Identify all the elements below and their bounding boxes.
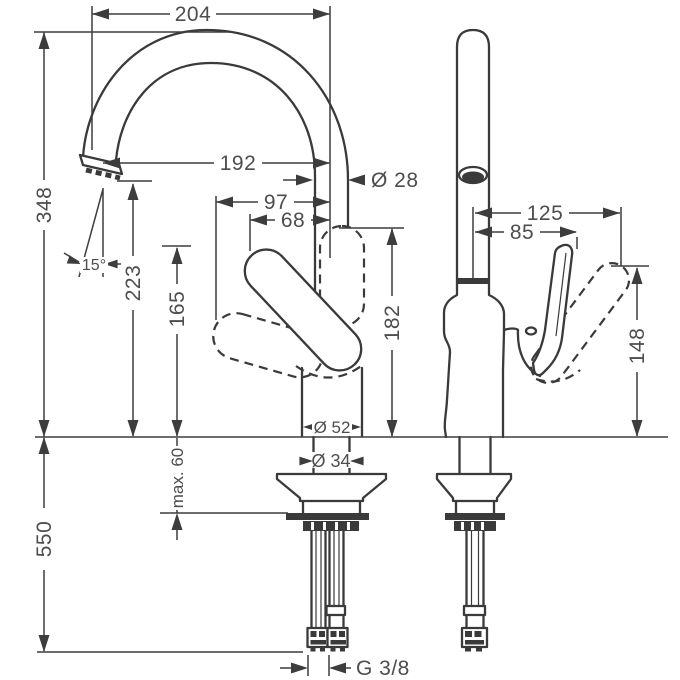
spout-inner-outline — [114, 61, 317, 294]
front-view — [435, 28, 631, 652]
washer-front — [445, 513, 505, 520]
hose-front — [460, 529, 489, 652]
dim-223-label: 223 — [122, 265, 145, 302]
aerator-teeth — [85, 167, 121, 181]
dim-dia28: Ø 28 — [283, 169, 419, 192]
dim-348-label: 348 — [33, 187, 56, 224]
dim-85: 85 — [475, 221, 578, 249]
hose-collar — [325, 604, 347, 617]
hose-connectors — [306, 626, 349, 652]
dim-dia28-label: Ø 28 — [371, 169, 419, 192]
dim-192-label: 192 — [220, 152, 257, 175]
dim-125-label: 125 — [527, 202, 564, 225]
dim-223: 223 — [117, 180, 152, 437]
dim-204: 204 — [91, 3, 331, 258]
column-walls-front — [454, 499, 496, 515]
nut-slits-front — [461, 522, 484, 530]
nut-slits — [311, 522, 350, 530]
lever-cup — [502, 327, 542, 378]
dim-165: 165 — [162, 245, 191, 437]
handle-lever — [243, 248, 363, 372]
dim-15deg: 15° — [63, 188, 121, 278]
dim-148: 148 — [611, 265, 649, 437]
riser-outline — [455, 28, 491, 286]
shank-walls-front — [458, 435, 492, 476]
dim-97-label: 97 — [264, 191, 288, 214]
dim-max60: max. 60 — [168, 438, 187, 540]
lever-blade — [531, 243, 574, 377]
dim-165-label: 165 — [166, 291, 189, 328]
mounting-washer — [286, 513, 369, 520]
aerator-cap — [78, 153, 124, 176]
dim-g38: G 3/8 — [280, 655, 410, 680]
dim-204-label: 204 — [175, 3, 212, 26]
body-outline-right — [487, 282, 506, 439]
dim-97: 97 — [215, 191, 330, 320]
dim-85-label: 85 — [510, 221, 534, 244]
dim-dia52-label: Ø 52 — [314, 418, 351, 437]
hose-collar-front — [462, 604, 487, 617]
supply-hoses — [310, 529, 347, 630]
escutcheon — [275, 472, 388, 503]
dim-182-label: 182 — [381, 305, 404, 342]
dim-182: 182 — [339, 227, 404, 437]
side-view — [78, 28, 388, 652]
dim-dia52: Ø 52 — [303, 418, 361, 437]
dim-g38-label: G 3/8 — [356, 657, 410, 680]
dim-68: 68 — [249, 209, 330, 251]
spout-outer-outline — [81, 28, 350, 326]
dim-dia34: Ø 34 — [299, 451, 364, 471]
dim-192: 192 — [103, 152, 330, 175]
dim-68-label: 68 — [281, 209, 305, 232]
dim-15deg-label: 15° — [82, 257, 106, 274]
dim-550-label: 550 — [33, 521, 56, 558]
column-walls — [301, 499, 362, 515]
dim-550: 550 — [33, 437, 56, 652]
escutcheon-front — [435, 472, 513, 503]
nut-front — [454, 521, 496, 531]
dim-348: 348 — [33, 31, 230, 437]
dimension-annotations: 204 348 192 Ø 28 97 — [33, 3, 649, 680]
dim-148-label: 148 — [626, 328, 649, 365]
lever-screw — [524, 326, 538, 336]
dim-125: 125 — [472, 202, 622, 279]
mounting-nut — [303, 521, 359, 531]
aerator-face — [462, 171, 484, 183]
dim-dia34-label: Ø 34 — [311, 451, 350, 471]
lever-inner-line — [555, 252, 567, 337]
body-outline-left — [442, 282, 459, 439]
neck-joint-band — [456, 278, 490, 284]
dim-max60-label: max. 60 — [168, 448, 187, 508]
handle-dashed-base — [535, 369, 581, 383]
